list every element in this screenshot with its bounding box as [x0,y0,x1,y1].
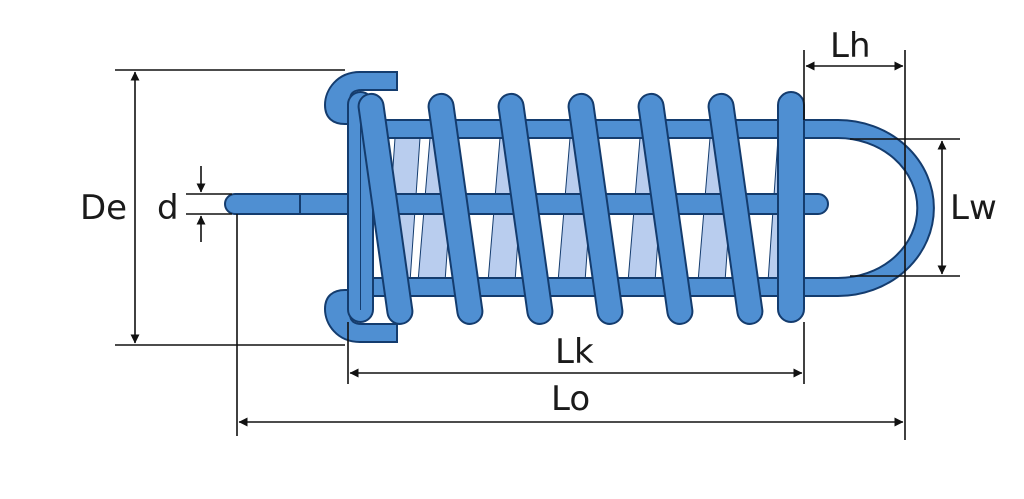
coil-2 [427,92,484,325]
coil-6 [707,92,764,325]
end-clips [323,71,398,343]
label-d: d [157,188,179,228]
label-lh: Lh [830,26,871,66]
label-de: De [80,188,127,228]
dimension-lines [115,50,960,440]
coil-4 [567,92,624,325]
coil-3 [497,92,554,325]
coil-end-last [777,91,805,323]
label-lw: Lw [950,188,997,228]
dimension-labels: De d Lh Lw Lk Lo [80,26,997,419]
label-lk: Lk [555,332,594,372]
coil-1 [357,92,414,325]
label-lo: Lo [551,379,590,419]
front-coils [347,91,805,325]
coil-5 [637,92,694,325]
